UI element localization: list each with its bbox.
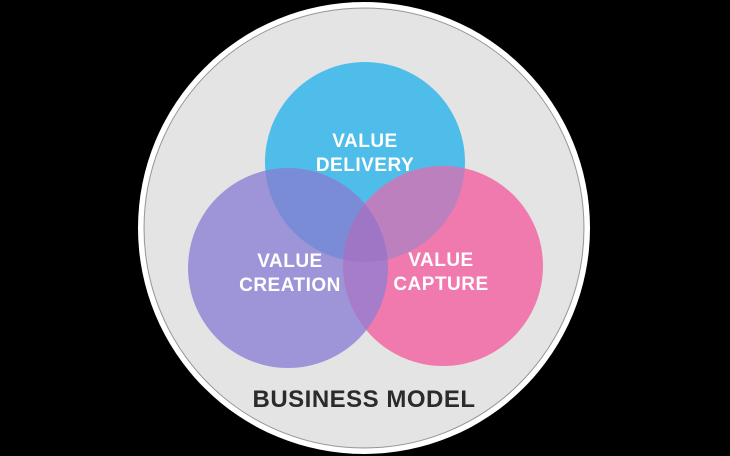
value-delivery-label-line2: DELIVERY <box>316 155 414 176</box>
delivery-creation-overlap <box>265 168 388 262</box>
value-capture-label-line1: VALUE <box>408 250 473 271</box>
value-creation-label-line1: VALUE <box>257 251 322 272</box>
value-creation-label-line2: CREATION <box>239 275 341 296</box>
value-delivery-label-line1: VALUE <box>332 131 397 152</box>
delivery-capture-overlap <box>343 166 465 262</box>
value-capture-label-line2: CAPTURE <box>393 274 488 295</box>
business-model-label: BUSINESS MODEL <box>252 386 475 413</box>
